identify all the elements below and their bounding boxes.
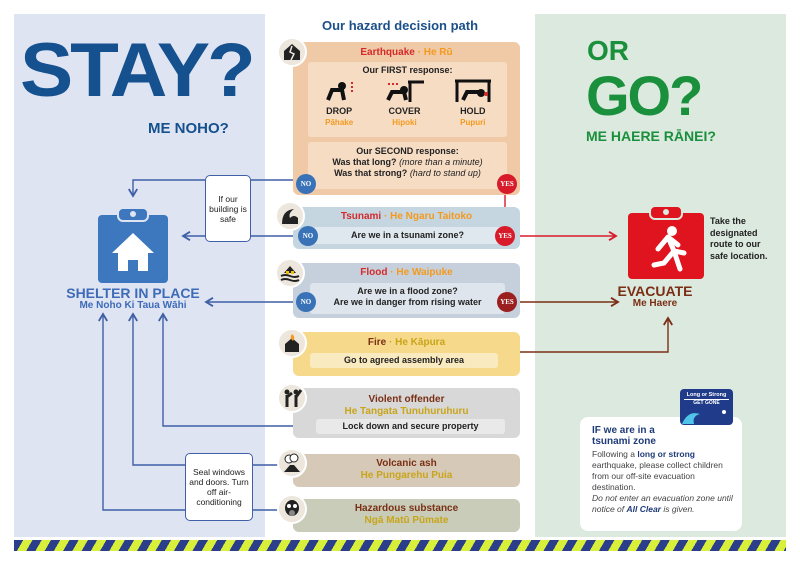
wave-icon — [682, 410, 726, 424]
violent-offender-icon — [277, 383, 307, 413]
fire-action: Go to agreed assembly area — [310, 353, 498, 368]
hazardous-title: Hazardous substance — [354, 503, 459, 514]
earthquake-title: Earthquake · He Rū — [360, 47, 453, 58]
fire-title: Fire · He Kāpura — [367, 337, 446, 348]
second-response-label: Our SECOND response: — [356, 146, 459, 156]
hold-icon — [454, 79, 491, 102]
long-or-strong-badge: Long or Strong GET GONE — [680, 389, 733, 425]
fire-box — [293, 332, 520, 376]
tsunami-yes: YES — [495, 226, 515, 246]
violent-action: Lock down and secure property — [316, 419, 505, 434]
volcanic-ash-box — [293, 454, 520, 487]
earthquake-yes: YES — [497, 174, 517, 194]
strong-question: Was that strong? (hard to stand up) — [334, 168, 481, 178]
tsunami-no: NO — [298, 226, 318, 246]
violent-offender-box — [293, 388, 520, 438]
tsunami-card-heading: IF we are in a tsunami zone — [592, 425, 656, 447]
flood-questions: Are we in a flood zone?Are we in danger … — [310, 283, 505, 314]
flood-yes: YES — [497, 292, 517, 312]
gas-mask-icon — [277, 494, 307, 524]
tsunami-wave-icon — [275, 201, 305, 231]
second-response-box: Our SECOND response: Was that long? (mor… — [308, 142, 507, 189]
earthquake-house-icon — [277, 37, 307, 67]
tsunami-question: Are we in a tsunami zone? — [310, 227, 505, 244]
go-title: GO? — [586, 64, 703, 127]
line-violent — [158, 312, 310, 427]
building-safe-note: If our building is safe — [205, 175, 251, 242]
seal-windows-note: Seal windows and doors. Turn off air-con… — [185, 453, 253, 521]
route-note: Take the designated route to our safe lo… — [710, 216, 768, 261]
volcano-icon — [277, 448, 307, 478]
violent-title: Violent offender — [368, 394, 445, 405]
first-response-label: Our FIRST response: — [362, 65, 453, 75]
evacuate-title: EVACUATE — [617, 283, 693, 299]
flood-no: NO — [296, 292, 316, 312]
flood-house-icon — [275, 258, 305, 288]
hazardous-substance-box — [293, 499, 520, 532]
volcanic-maori: He Pungarehu Puia — [360, 470, 453, 481]
go-subtitle: ME HAERE RĀNEI? — [586, 128, 716, 144]
violent-maori: He Tangata Tunuhuruhuru — [344, 406, 469, 417]
tsunami-title: Tsunami · He Ngaru Taitoko — [340, 211, 473, 222]
hazard-stripe — [14, 540, 786, 551]
tsunami-card-warning: Do not enter an evacuation zone until no… — [592, 493, 733, 514]
shelter-subtitle: Me Noho Ki Taua Wāhi — [79, 300, 187, 311]
line-fire — [504, 316, 673, 353]
fire-house-icon — [277, 328, 307, 358]
volcanic-title: Volcanic ash — [376, 458, 437, 469]
long-question: Was that long? (more than a minute) — [332, 157, 483, 167]
tsunami-card-text: Following a long or strong earthquake, p… — [592, 449, 723, 492]
decision-path-title: Our hazard decision path — [321, 18, 479, 33]
evacuate-subtitle: Me Haere — [632, 298, 678, 309]
tsunami-box — [293, 207, 520, 249]
line-volcanic — [128, 312, 293, 466]
clipboard-house-icon — [98, 205, 168, 283]
drop-icon — [326, 82, 354, 101]
hazardous-maori: Ngā Matū Pūmate — [364, 515, 449, 526]
earthquake-no: NO — [296, 174, 316, 194]
flood-title: Flood · He Waipuke — [360, 267, 453, 278]
flood-box — [293, 263, 520, 318]
clipboard-running-person-icon — [628, 203, 704, 279]
stay-subtitle: ME NOHO? — [148, 120, 229, 137]
cover-icon — [386, 80, 425, 102]
or-title: OR — [587, 35, 629, 66]
shelter-title: SHELTER IN PLACE — [66, 285, 200, 301]
tsunami-info-card: IF we are in a tsunami zone Following a … — [580, 417, 742, 531]
stay-title: STAY? — [20, 28, 256, 113]
